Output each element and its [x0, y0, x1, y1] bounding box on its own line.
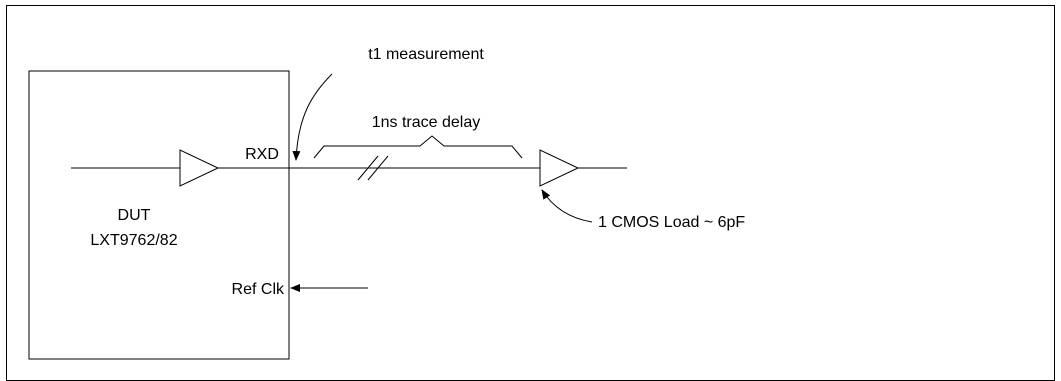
t1-measurement-label: t1 measurement — [368, 46, 484, 63]
rxd-label: RXD — [245, 146, 279, 163]
figure-frame — [6, 5, 1055, 381]
dut-box — [28, 70, 290, 360]
trace-break-mark — [357, 155, 379, 181]
cmos-load-buffer-icon — [539, 149, 580, 187]
trace-delay-label: 1ns trace delay — [372, 114, 481, 131]
t1-measurement-arrow — [292, 73, 333, 161]
dut-name-label: DUT — [118, 207, 151, 224]
ref-clk-label: Ref Clk — [232, 281, 285, 298]
cmos-load-label: 1 CMOS Load ~ 6pF — [598, 214, 745, 231]
dut-part-label: LXT9762/82 — [90, 232, 177, 249]
trace-break-mark — [367, 155, 389, 181]
cmos-load-arrow — [541, 189, 593, 223]
dut-output-buffer-icon — [179, 149, 220, 187]
trace-delay-brace — [313, 135, 523, 159]
